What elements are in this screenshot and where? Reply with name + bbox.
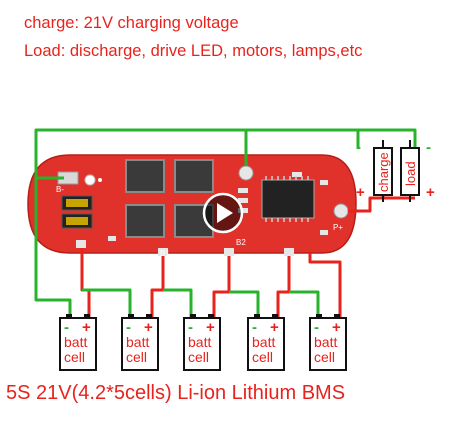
battery-cell: - + batt cell (247, 314, 285, 371)
smd-part (238, 188, 248, 193)
smd-part (108, 236, 116, 241)
cell-label-line2: cell (314, 349, 335, 365)
cell-plus-sign: + (82, 319, 91, 336)
play-button[interactable] (202, 192, 244, 234)
cell-label-line2: cell (64, 349, 85, 365)
battery-cell: - + batt cell (59, 314, 97, 371)
mount-hole (84, 174, 96, 186)
charge-plus-sign: + (356, 184, 365, 201)
cell-plus-sign: + (206, 319, 215, 336)
pad-balance (284, 248, 294, 256)
silk-label-b1: B1 (160, 249, 170, 258)
pad-balance (224, 248, 234, 256)
cell-minus-sign: - (252, 319, 257, 336)
product-caption: 5S 21V(4.2*5cells) Li-ion Lithium BMS (6, 382, 346, 404)
cell-minus-sign: - (64, 319, 69, 336)
mosfet (125, 204, 165, 238)
smd-part (292, 172, 302, 177)
load-plus-sign: + (426, 184, 435, 201)
cell-minus-sign: - (314, 319, 319, 336)
wire-green (163, 288, 193, 318)
mount-hole (98, 178, 102, 182)
smd-part (238, 198, 248, 203)
load-description: Load: discharge, drive LED, motors, lamp… (24, 42, 363, 60)
cell-label-line1: batt (64, 334, 87, 350)
pad-p-plus (333, 203, 349, 219)
battery-cell: - + batt cell (183, 314, 221, 371)
play-icon (217, 203, 233, 223)
load-box (400, 147, 420, 196)
cell-label-line2: cell (252, 349, 273, 365)
wire-green (34, 178, 72, 318)
terminal-block: - - + + charge load (356, 139, 435, 202)
load-label: load (403, 161, 418, 186)
battery-cell: - + batt cell (309, 314, 347, 371)
wire-red (80, 248, 91, 318)
wire-green (34, 128, 248, 180)
cell-plus-sign: + (144, 319, 153, 336)
mosfet (174, 159, 214, 193)
wire-red (150, 256, 165, 318)
charge-description: charge: 21V charging voltage (24, 14, 239, 32)
charge-label: charge (376, 152, 391, 192)
charge-box (373, 147, 393, 196)
battery-cell: - + batt cell (121, 314, 159, 371)
wire-green (358, 128, 417, 148)
smd-part (320, 180, 328, 185)
load-minus-sign: - (426, 139, 431, 156)
wire-green (82, 288, 132, 318)
cell-label-line2: cell (126, 349, 147, 365)
silk-label-b2: B2 (236, 238, 246, 247)
cell-label-line1: batt (126, 334, 149, 350)
smd-part (320, 230, 328, 235)
wire-green (229, 290, 260, 318)
wire-green (289, 290, 320, 318)
wires (34, 128, 417, 318)
cell-label-line1: batt (252, 334, 275, 350)
pad-balance (158, 248, 168, 256)
cell-label-line1: batt (314, 334, 337, 350)
cell-plus-sign: + (332, 319, 341, 336)
pad-balance (76, 240, 86, 248)
bms-board: B- B1 B2 P+ (27, 154, 357, 258)
silk-label-b-minus: B- (56, 185, 64, 194)
wire-red (276, 256, 291, 318)
silk-label-p-plus: P+ (333, 223, 343, 232)
cell-minus-sign: - (188, 319, 193, 336)
shunt-resistor-core (66, 199, 88, 207)
bms-ic-chip (261, 179, 315, 219)
pad-p-minus (238, 165, 254, 181)
cell-label-line1: batt (188, 334, 211, 350)
shunt-resistor-core (66, 217, 88, 225)
cell-label-line2: cell (188, 349, 209, 365)
ic-pins (265, 176, 309, 222)
mosfet (125, 159, 165, 193)
wire-red (348, 196, 415, 213)
wire-red (212, 256, 231, 318)
cell-minus-sign: - (126, 319, 131, 336)
cell-plus-sign: + (270, 319, 279, 336)
wire-green (246, 128, 360, 148)
wire-red (308, 253, 342, 318)
charge-minus-sign: - (356, 139, 361, 156)
